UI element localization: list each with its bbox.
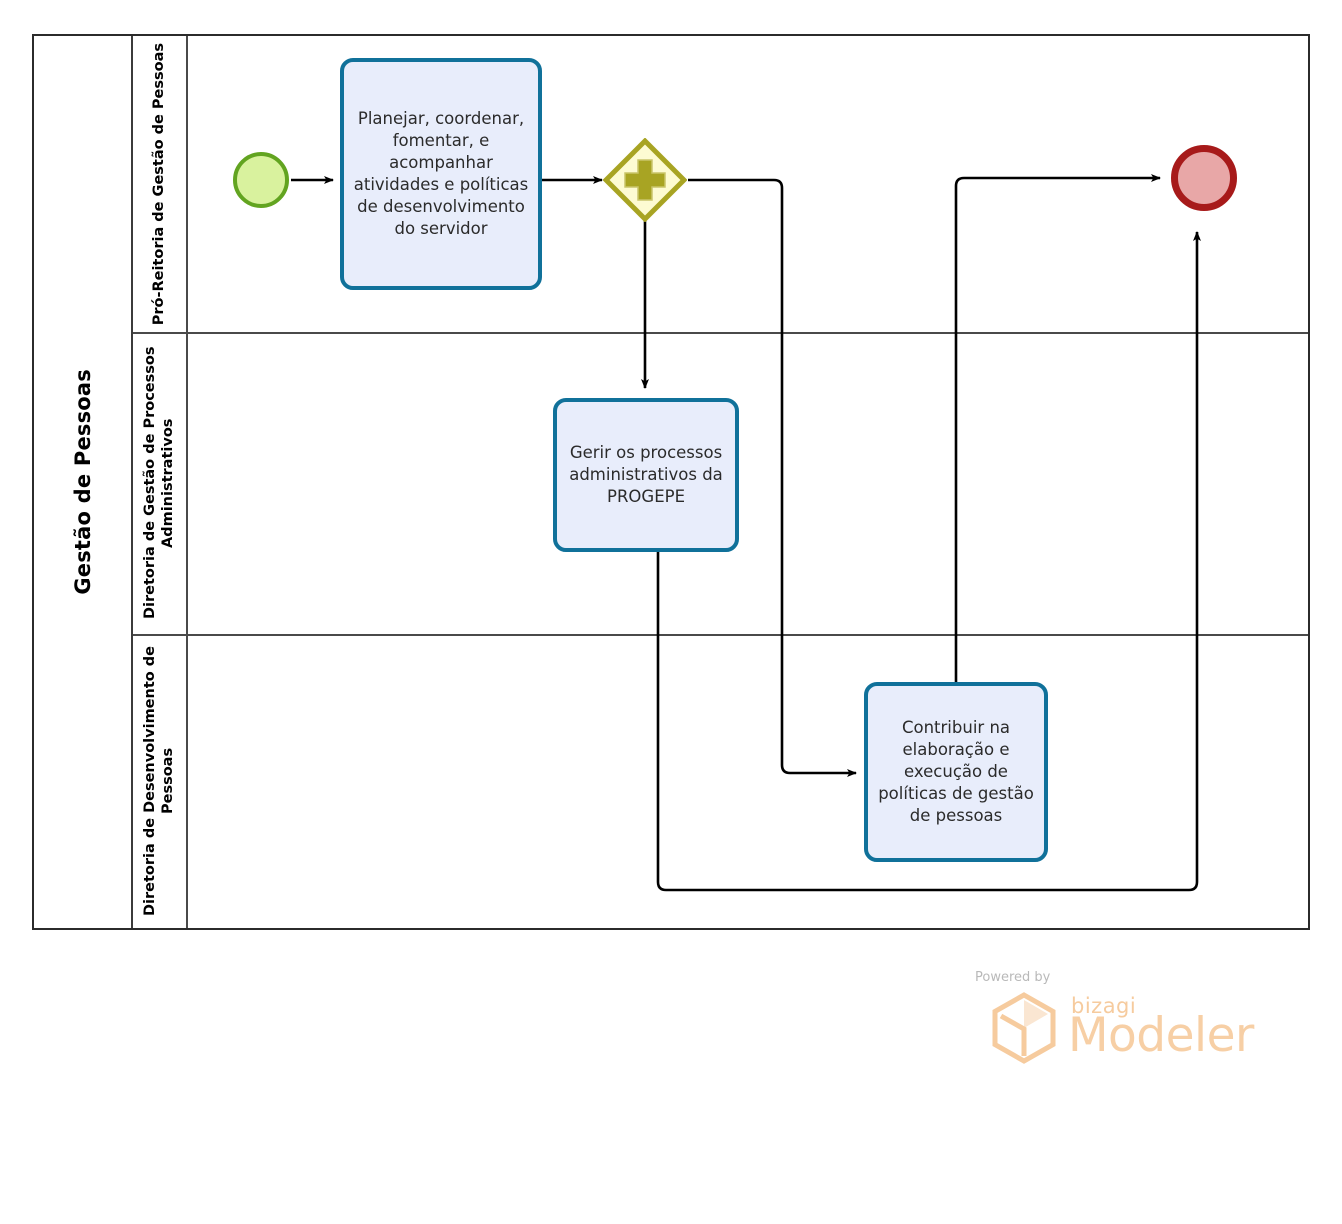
start-event[interactable]	[233, 152, 289, 208]
bizagi-footer: Powered by bizagi Modeler	[975, 970, 1255, 1070]
lane-1-label: Pró-Reitoria de Gestão de Pessoas	[151, 42, 168, 326]
powered-by-label: Powered by	[975, 970, 1051, 985]
lane-2-label: Diretoria de Gestão de Processos Adminis…	[142, 346, 177, 620]
task-planejar-label: Planejar, coordenar, fomentar, e acompan…	[353, 108, 529, 239]
task-contribuir[interactable]: Contribuir na elaboração e execução de p…	[864, 682, 1048, 862]
lane-2-title: Diretoria de Gestão de Processos Adminis…	[133, 332, 188, 634]
lane-3-label: Diretoria de Desenvolvimento de Pessoas	[142, 646, 177, 916]
task-gerir[interactable]: Gerir os processos administrativos da PR…	[553, 398, 739, 552]
plus-icon	[624, 159, 666, 201]
end-event[interactable]	[1171, 145, 1237, 211]
task-gerir-label: Gerir os processos administrativos da PR…	[569, 442, 723, 507]
lane-1-title: Pró-Reitoria de Gestão de Pessoas	[133, 36, 188, 332]
lane-diretoria-desenvolvimento[interactable]: Diretoria de Desenvolvimento de Pessoas	[133, 634, 1308, 928]
bizagi-hexagon-icon	[991, 992, 1057, 1068]
pool-title: Gestão de Pessoas	[34, 36, 133, 928]
lane-pro-reitoria[interactable]: Pró-Reitoria de Gestão de Pessoas	[133, 36, 1308, 332]
task-contribuir-label: Contribuir na elaboração e execução de p…	[878, 717, 1034, 826]
pool-title-label: Gestão de Pessoas	[70, 369, 95, 595]
task-planejar[interactable]: Planejar, coordenar, fomentar, e acompan…	[340, 58, 542, 290]
bizagi-modeler-label: Modeler	[1068, 1008, 1254, 1063]
lane-diretoria-processos[interactable]: Diretoria de Gestão de Processos Adminis…	[133, 332, 1308, 634]
parallel-gateway[interactable]	[603, 138, 687, 222]
bizagi-wordmark: bizagi	[1071, 994, 1137, 1018]
lane-3-title: Diretoria de Desenvolvimento de Pessoas	[133, 634, 188, 928]
